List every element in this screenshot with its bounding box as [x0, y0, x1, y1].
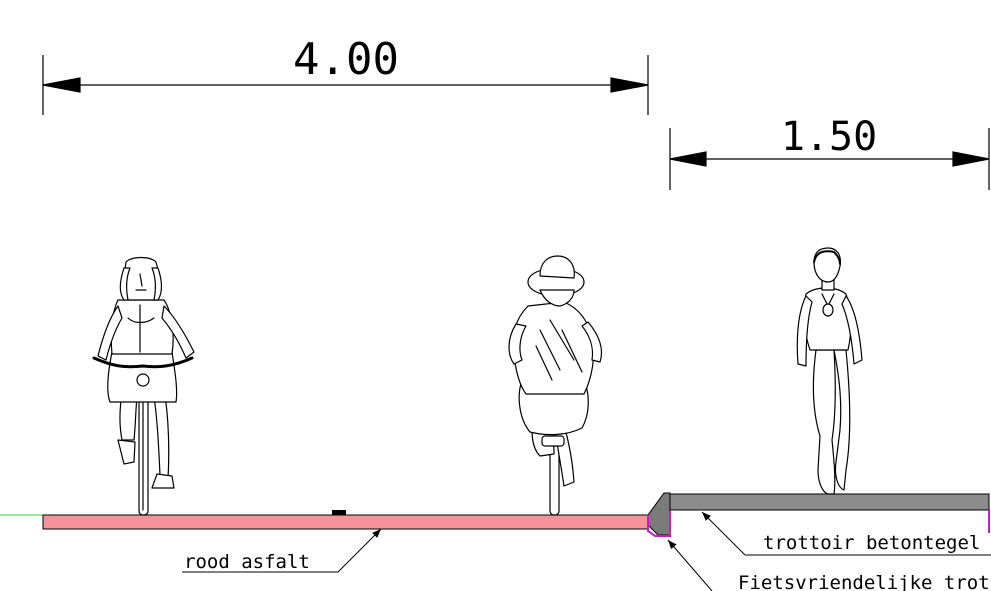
sidewalk-tile-layer — [669, 493, 990, 511]
label-red-asphalt: rood asfalt — [184, 551, 310, 573]
curb-edge — [647, 510, 671, 537]
label-friendly-curb: Fietsvriendelijke trott — [738, 572, 991, 591]
dimension-value-sidewalk: 1.50 — [781, 114, 877, 160]
cyclist-front-view-icon — [92, 256, 195, 516]
road-marker — [332, 510, 346, 515]
leader-sidewalk-tiles — [701, 511, 991, 556]
arrowhead-right-icon — [610, 77, 649, 93]
leader-red-asphalt — [182, 528, 382, 573]
friendly-curb — [647, 492, 671, 536]
red-asphalt-layer — [42, 514, 649, 530]
label-sidewalk-tiles: trottoir betontegel — [763, 532, 980, 554]
arrowhead-left-icon — [669, 151, 707, 167]
arrowhead-right-icon — [952, 151, 990, 167]
leader-friendly-curb — [667, 539, 713, 591]
cyclist-rear-view-icon — [508, 255, 603, 516]
dimension-value-cycle-path: 4.00 — [293, 34, 399, 85]
pedestrian-icon — [796, 247, 863, 495]
dimension-sidewalk — [669, 128, 990, 190]
dimension-cycle-path — [42, 55, 649, 115]
arrowhead-left-icon — [42, 77, 81, 93]
